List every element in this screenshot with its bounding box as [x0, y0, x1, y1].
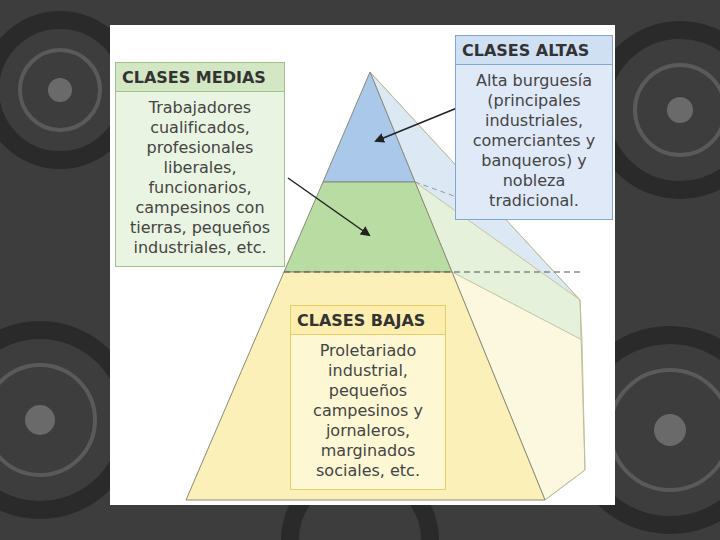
class-description: Alta burguesía (principales industriales…	[455, 65, 613, 220]
class-description: Proletariado industrial, pequeños campes…	[290, 335, 446, 490]
class-description: Trabajadores cualificados, profesionales…	[115, 92, 285, 267]
class-heading: CLASES ALTAS	[455, 35, 613, 65]
class-heading: CLASES BAJAS	[290, 305, 446, 335]
lower-class-box: CLASES BAJASProletariado industrial, peq…	[290, 305, 446, 490]
upper-class-box: CLASES ALTASAlta burguesía (principales …	[455, 35, 613, 220]
class-heading: CLASES MEDIAS	[115, 62, 285, 92]
middle-class-box: CLASES MEDIASTrabajadores cualificados, …	[115, 62, 285, 267]
